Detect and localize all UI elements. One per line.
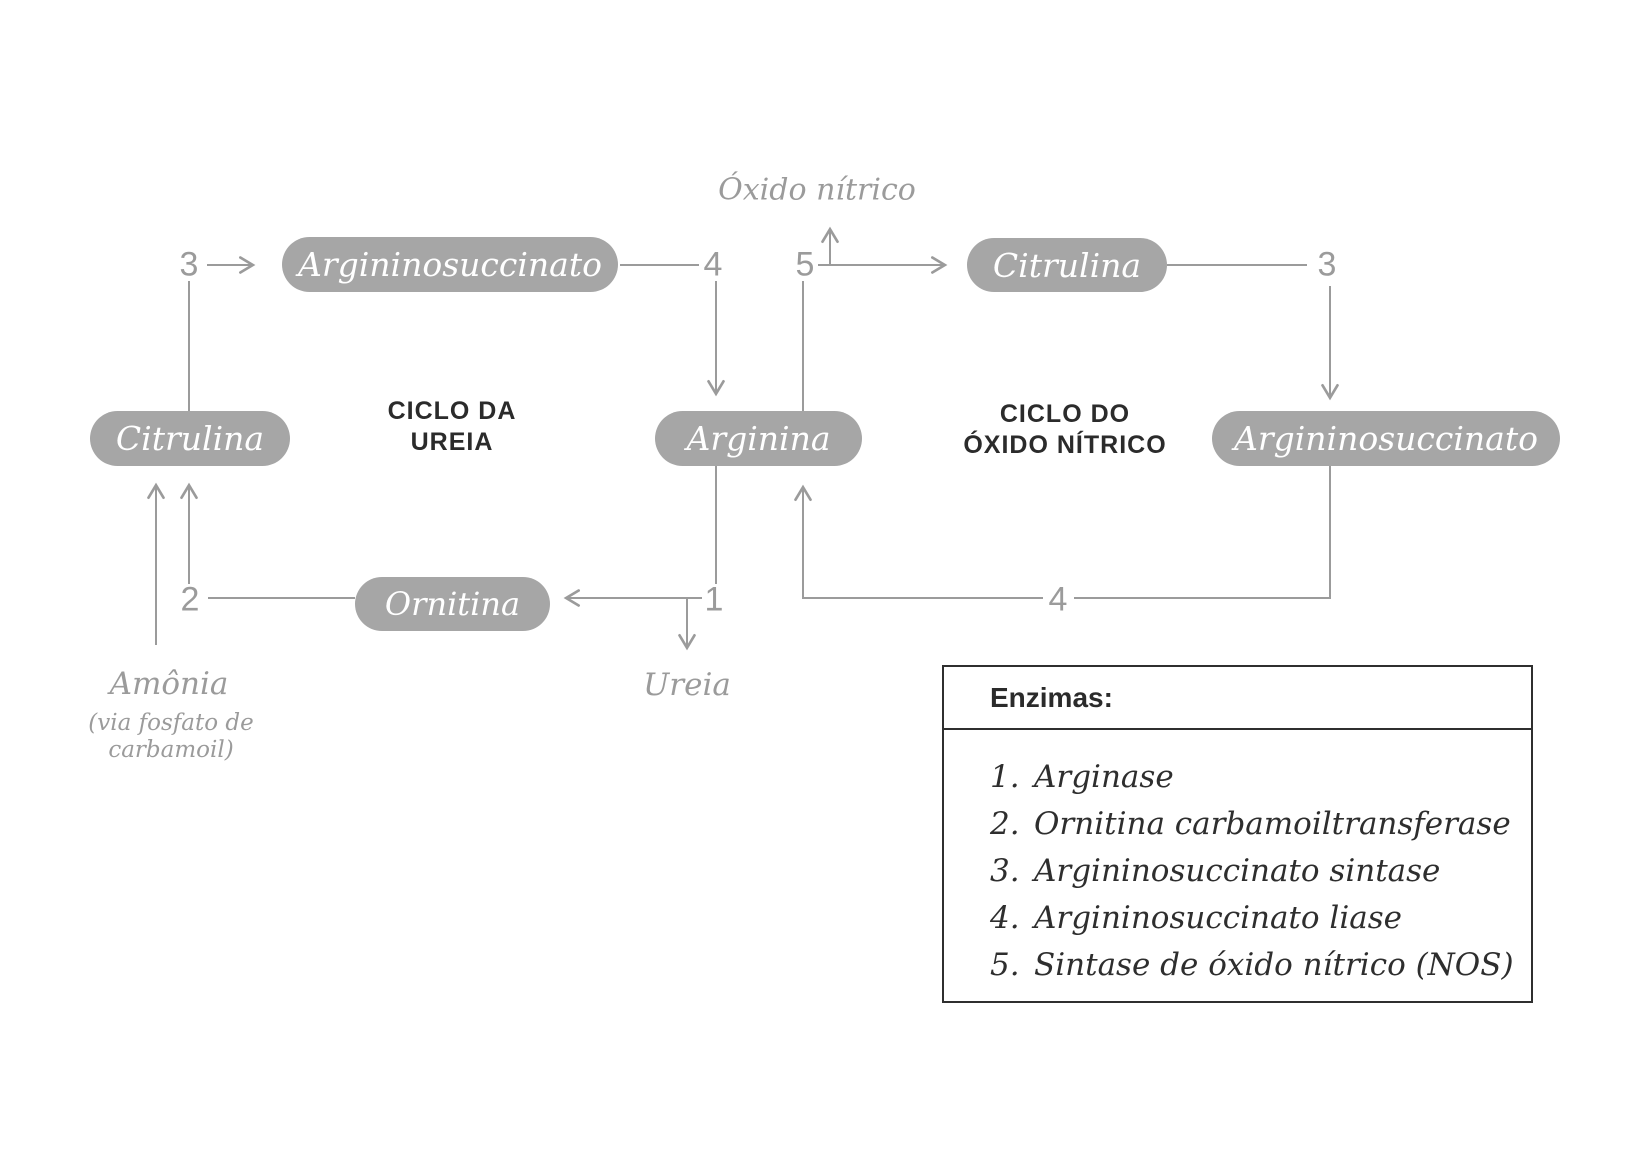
- enzyme-item: 2. Ornitina carbamoiltransferase: [990, 801, 1521, 848]
- step-number-3-nos: 3: [1317, 245, 1337, 284]
- nitric-oxide-label: Óxido nítrico: [718, 172, 916, 208]
- urea-label: Ureia: [643, 667, 731, 703]
- node-citrulina-right: Citrulina: [967, 238, 1167, 292]
- arrow-4-to-arginina-return: [794, 484, 1043, 599]
- step-number-2-urea: 2: [180, 580, 200, 619]
- node-citrulina-left: Citrulina: [90, 411, 290, 466]
- urea-cycle-title-line2: UREIA: [410, 428, 494, 456]
- step-number-4-urea: 4: [703, 245, 723, 284]
- enzyme-item-label: Arginase: [1034, 759, 1174, 795]
- ammonia-label: Amônia: [109, 666, 229, 702]
- enzyme-item-number: 3.: [990, 853, 1020, 889]
- step-number-5-nos: 5: [795, 245, 815, 284]
- enzyme-item-label: Sintase de óxido nítrico (NOS): [1034, 947, 1514, 983]
- ammonia-note-line1: (via fosfato de: [88, 710, 254, 736]
- step-number-1-urea: 1: [704, 580, 724, 619]
- nitric-oxide-cycle-title-line2: ÓXIDO NÍTRICO: [963, 431, 1167, 459]
- step-number-3-urea: 3: [179, 245, 199, 284]
- enzymes-title: Enzimas:: [944, 667, 1531, 730]
- line-argininosuccinato-right-to-4: [1074, 466, 1331, 599]
- node-argininosuccinato-left: Argininosuccinato: [282, 237, 618, 292]
- nitric-oxide-cycle-title-line1: CICLO DO: [999, 400, 1131, 428]
- enzyme-item-number: 2.: [990, 806, 1020, 842]
- enzyme-item: 3. Argininosuccinato sintase: [990, 848, 1521, 895]
- nitric-oxide-cycle-title: CICLO DO ÓXIDO NÍTRICO: [963, 399, 1166, 461]
- step-number-4-nos: 4: [1048, 580, 1068, 619]
- enzyme-item-label: Ornitina carbamoiltransferase: [1034, 806, 1511, 842]
- node-arginina: Arginina: [655, 411, 862, 466]
- node-ornitina: Ornitina: [355, 577, 550, 631]
- enzyme-item-label: Argininosuccinato liase: [1034, 900, 1402, 936]
- enzyme-item: 5. Sintase de óxido nítrico (NOS): [990, 942, 1521, 989]
- node-argininosuccinato-right: Argininosuccinato: [1212, 411, 1560, 466]
- urea-cycle-title-line1: CICLO DA: [387, 397, 517, 425]
- enzyme-item-number: 5.: [990, 947, 1020, 983]
- enzyme-item-label: Argininosuccinato sintase: [1034, 853, 1441, 889]
- urea-cycle-title: CICLO DA UREIA: [388, 396, 517, 458]
- enzymes-box: Enzimas: 1. Arginase 2. Ornitina carbamo…: [942, 665, 1533, 1003]
- enzyme-item: 1. Arginase: [990, 754, 1521, 801]
- enzyme-item-number: 4.: [990, 900, 1020, 936]
- enzyme-item: 4. Argininosuccinato liase: [990, 895, 1521, 942]
- ammonia-note-line2: carbamoil): [108, 737, 234, 763]
- enzyme-item-number: 1.: [990, 759, 1020, 795]
- enzymes-list: 1. Arginase 2. Ornitina carbamoiltransfe…: [944, 730, 1531, 989]
